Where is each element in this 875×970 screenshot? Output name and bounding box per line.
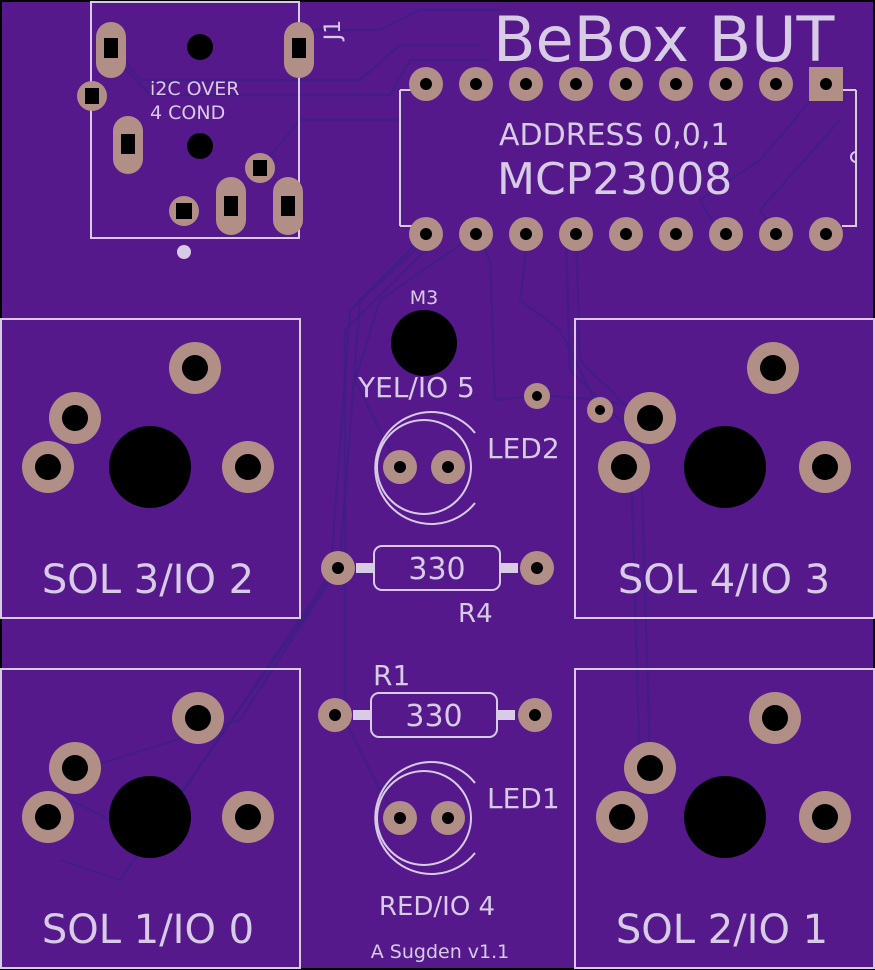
- solenoid-outline: [0, 318, 301, 619]
- ic-pin-hole: [720, 228, 732, 240]
- solenoid-sol1: SOL 1/IO 0: [0, 668, 301, 969]
- solenoid-outline: [574, 668, 875, 969]
- ic-pin-hole: [520, 78, 532, 90]
- led2-label: YEL/IO 5: [357, 371, 475, 404]
- ic-pin-hole: [670, 228, 682, 240]
- solenoid-center-hole: [109, 776, 191, 858]
- ic-pin-hole: [570, 78, 582, 90]
- connector-note-line2: 4 COND: [150, 102, 225, 124]
- connector-ref: J1: [321, 20, 346, 43]
- ic-mcp23008: ADDRESS 0,0,1 MCP23008: [399, 67, 857, 251]
- ic-pin-row-bottom: [409, 217, 843, 251]
- ic-pin-hole: [820, 228, 832, 240]
- connector-outline: [90, 1, 300, 239]
- solenoid-label: SOL 4/IO 3: [618, 557, 830, 603]
- ic-pin-hole: [670, 78, 682, 90]
- ic-address: ADDRESS 0,0,1: [499, 118, 729, 153]
- r1-value: 330: [405, 699, 462, 734]
- ic-pin-hole: [770, 78, 782, 90]
- ic-pin-row-top: [409, 67, 843, 101]
- resistor-r1: R1 330: [318, 659, 552, 738]
- led1-ref: LED1: [487, 782, 560, 815]
- mount-ref: M3: [410, 287, 438, 309]
- connector-mounting-hole: [187, 34, 213, 60]
- ic-pin-hole: [420, 228, 432, 240]
- led1-label: RED/IO 4: [379, 892, 495, 922]
- ic-pin-hole: [470, 78, 482, 90]
- ic-pin-hole: [420, 78, 432, 90]
- led2: YEL/IO 5 LED2: [357, 371, 560, 525]
- ic-pin-hole: [620, 78, 632, 90]
- r4-ref: R4: [458, 599, 493, 629]
- solenoid-sol4: SOL 4/IO 3: [574, 318, 875, 619]
- solenoid-center-hole: [684, 426, 766, 508]
- solenoid-center-hole: [684, 776, 766, 858]
- ic-pin-hole: [620, 228, 632, 240]
- r1-body: [370, 692, 498, 738]
- led1: LED1 RED/IO 4: [374, 761, 560, 922]
- ic-pin-hole: [770, 228, 782, 240]
- author-version: A Sugden v1.1: [371, 941, 510, 963]
- r4-body: [373, 545, 501, 591]
- mounting-hole-m3: [391, 310, 457, 376]
- connector-note-line1: i2C OVER: [150, 78, 240, 100]
- solenoid-label: SOL 1/IO 0: [42, 907, 254, 953]
- r1-ref: R1: [373, 659, 410, 692]
- ic-pin-hole: [470, 228, 482, 240]
- ic-pin-hole: [520, 228, 532, 240]
- ic-pin-hole: [720, 78, 732, 90]
- solenoid-center-hole: [109, 426, 191, 508]
- board-title: BeBox BUT: [493, 3, 836, 76]
- ic-pin-hole: [570, 228, 582, 240]
- solenoid-outline: [574, 318, 875, 619]
- led2-ref: LED2: [487, 432, 560, 465]
- solenoid-label: SOL 2/IO 1: [616, 907, 828, 953]
- resistor-r4: 330 R4: [321, 545, 554, 629]
- solenoid-sol2: SOL 2/IO 1: [574, 668, 875, 969]
- solenoid-sol3: SOL 3/IO 2: [0, 318, 301, 619]
- connector-j1: J1 i2C OVER 4 COND: [77, 1, 346, 259]
- pin1-marker-dot: [177, 245, 191, 259]
- connector-mounting-hole: [187, 133, 213, 159]
- ic-pin-hole: [820, 78, 832, 90]
- solenoid-label: SOL 3/IO 2: [42, 557, 254, 603]
- r4-value: 330: [408, 552, 465, 587]
- solenoid-outline: [0, 668, 301, 969]
- ic-part-number: MCP23008: [497, 154, 732, 205]
